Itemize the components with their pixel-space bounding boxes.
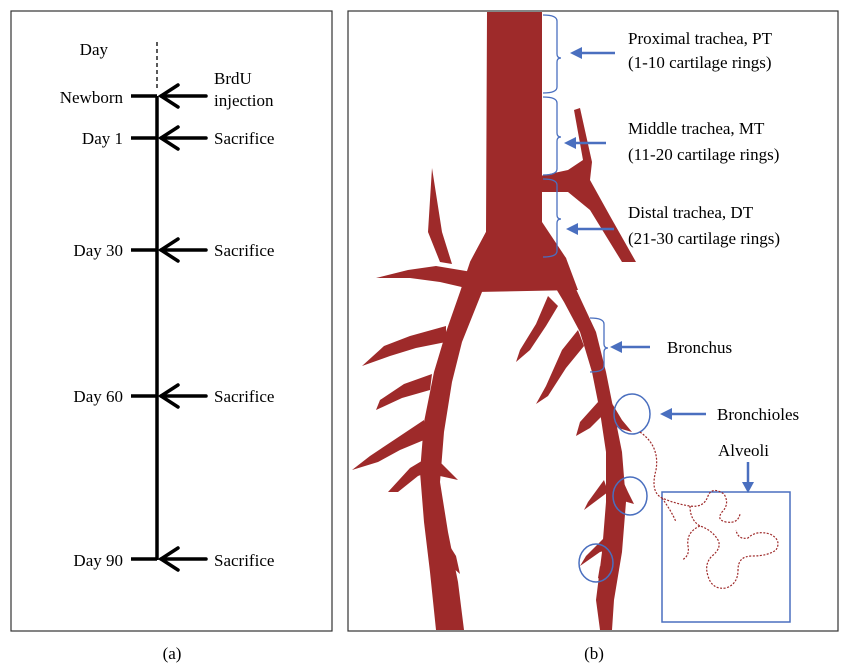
annotation-arrows <box>564 47 754 493</box>
right-branch-inner-upper <box>516 296 558 362</box>
label-bronchioles: Bronchioles <box>717 405 799 424</box>
label-bronchus: Bronchus <box>667 338 732 357</box>
event-label-injection: injection <box>214 91 274 110</box>
label-middle-trachea: Middle trachea, MT <box>628 119 765 138</box>
panel-a-caption: (a) <box>163 644 182 663</box>
right-branch-inner-mid <box>536 330 584 404</box>
bronchiole-circle-1 <box>614 394 650 434</box>
alveoli-box <box>662 492 790 622</box>
left-branch-mid <box>362 326 446 366</box>
arrow-bronchus <box>610 341 650 353</box>
left-branch-lower <box>352 420 424 470</box>
label-distal-rings: (21-30 cartilage rings) <box>628 229 780 248</box>
trachea-side-branch <box>540 108 636 262</box>
bracket-proximal-trachea <box>543 15 561 93</box>
timepoint-label-day60: Day 60 <box>73 387 123 406</box>
left-branch-lower3 <box>438 460 458 480</box>
panel-a: Day Newborn Day 1 Day 30 Day 60 Day 90 <box>11 11 332 663</box>
timepoint-label-day1: Day 1 <box>82 129 123 148</box>
bracket-middle-trachea <box>543 97 561 175</box>
event-arrow-newborn <box>161 85 206 107</box>
timepoint-label-day90: Day 90 <box>73 551 123 570</box>
label-distal-trachea: Distal trachea, DT <box>628 203 754 222</box>
day-axis-label: Day <box>80 40 109 59</box>
panel-b-border <box>348 11 838 631</box>
airway-tree <box>352 12 636 630</box>
panel-b-labels: Proximal trachea, PT (1-10 cartilage rin… <box>628 29 799 460</box>
right-branch-inner-low <box>576 402 604 436</box>
arrow-alveoli <box>742 462 754 493</box>
event-arrow-day90 <box>161 548 206 570</box>
arrow-bronchioles <box>660 408 706 420</box>
label-proximal-trachea: Proximal trachea, PT <box>628 29 773 48</box>
label-alveoli: Alveoli <box>718 441 769 460</box>
event-label-day1: Sacrifice <box>214 129 274 148</box>
event-label-day30: Sacrifice <box>214 241 274 260</box>
label-middle-rings: (11-20 cartilage rings) <box>628 145 779 164</box>
timepoint-label-day30: Day 30 <box>73 241 123 260</box>
right-main-bronchus <box>546 238 626 630</box>
event-arrow-day60 <box>161 385 206 407</box>
arrow-proximal-trachea <box>570 47 615 59</box>
label-proximal-rings: (1-10 cartilage rings) <box>628 53 772 72</box>
timepoint-label-newborn: Newborn <box>60 88 124 107</box>
right-branch-inner-lower <box>584 480 608 510</box>
event-label-day60: Sacrifice <box>214 387 274 406</box>
left-main-bronchus <box>420 232 490 630</box>
event-label-day90: Sacrifice <box>214 551 274 570</box>
event-label-brdu: BrdU <box>214 69 252 88</box>
left-branch-mid2 <box>376 374 432 410</box>
panel-b-caption: (b) <box>584 644 604 663</box>
left-branch-upper <box>376 266 472 288</box>
event-arrow-day30 <box>161 239 206 261</box>
event-arrow-day1 <box>161 127 206 149</box>
left-branch-tip-up <box>428 168 452 264</box>
panel-b: Proximal trachea, PT (1-10 cartilage rin… <box>348 11 838 663</box>
